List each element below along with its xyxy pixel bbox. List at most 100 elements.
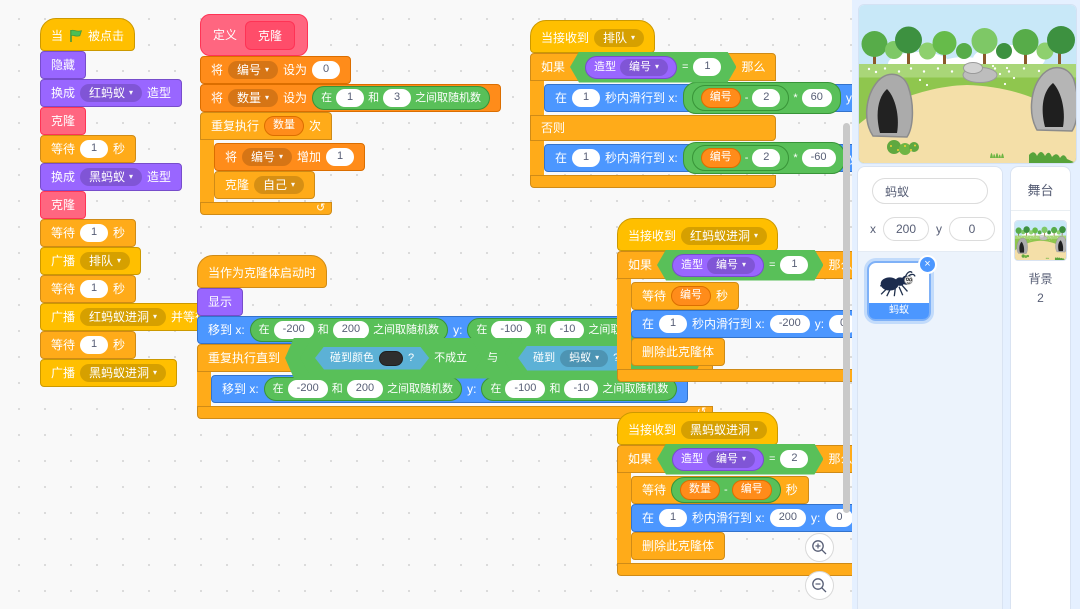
zoom-out-button[interactable]	[805, 571, 834, 600]
scratch-block[interactable]: 等待编号秒	[631, 282, 740, 310]
stage-view[interactable]	[858, 4, 1077, 164]
number-input[interactable]: -200	[287, 380, 328, 398]
number-input[interactable]: 1	[572, 149, 601, 167]
number-input[interactable]: 1	[780, 256, 808, 273]
scratch-block[interactable]: 当接收到黑蚂蚁进洞▾	[617, 412, 779, 445]
number-input[interactable]: 200	[769, 509, 807, 527]
y-position-input[interactable]	[949, 217, 995, 241]
number-input[interactable]: -60	[801, 149, 836, 167]
dropdown[interactable]: 蚂蚁▾	[560, 350, 608, 367]
variable-reporter[interactable]: 数量	[264, 116, 305, 136]
sprite-name-input[interactable]	[872, 178, 988, 204]
number-input[interactable]: 1	[693, 58, 721, 75]
scratch-block[interactable]: 广播红蚂蚁进洞▾并等待	[40, 303, 219, 331]
dropdown[interactable]: 黑蚂蚁进洞▾	[681, 421, 768, 439]
reporter-block[interactable]: 造型编号▾	[672, 448, 764, 471]
number-input[interactable]: 200	[332, 321, 370, 339]
number-input[interactable]: 1	[80, 336, 109, 354]
number-input[interactable]: 60	[801, 89, 832, 107]
stage-selector[interactable]: 舞台 背景 2	[1010, 166, 1071, 609]
scratch-block[interactable]: 克隆	[40, 191, 87, 219]
variable-reporter[interactable]: 编号	[731, 480, 772, 500]
sprite-card-ant[interactable]: ×	[867, 255, 937, 321]
scratch-block[interactable]: 换成红蚂蚁▾造型	[40, 79, 183, 107]
backdrop-thumbnail[interactable]	[1014, 220, 1067, 261]
variable-reporter[interactable]: 数量	[680, 480, 721, 500]
number-input[interactable]: 1	[336, 89, 365, 107]
boolean-block[interactable]: 碰到蚂蚁▾?	[518, 346, 634, 371]
boolean-block[interactable]: 碰到颜色?	[315, 347, 429, 370]
scratch-block[interactable]: 等待数量-编号秒	[631, 476, 809, 504]
scratch-block[interactable]: 当作为克隆体启动时	[197, 255, 328, 288]
number-input[interactable]: -200	[273, 321, 314, 339]
scratch-block[interactable]: 当接收到红蚂蚁进洞▾	[617, 218, 779, 251]
number-input[interactable]: 3	[383, 89, 412, 107]
number-input[interactable]: -100	[491, 321, 532, 339]
boolean-block[interactable]: 造型编号▾=2	[657, 444, 823, 475]
number-input[interactable]: 1	[80, 280, 109, 298]
scratch-block[interactable]: 删除此克隆体	[631, 338, 726, 366]
number-input[interactable]: 1	[659, 315, 688, 333]
scratch-block[interactable]: 显示	[197, 288, 244, 316]
dropdown[interactable]: 红蚂蚁▾	[80, 84, 143, 102]
dropdown[interactable]: 红蚂蚁进洞▾	[681, 227, 768, 245]
number-input[interactable]: 1	[80, 140, 109, 158]
dropdown[interactable]: 编号▾	[707, 451, 755, 468]
boolean-block[interactable]: 造型编号▾=1	[570, 52, 736, 83]
scratch-block[interactable]: 换成黑蚂蚁▾造型	[40, 163, 183, 191]
reporter-block[interactable]: 编号-2*-60	[682, 142, 845, 174]
number-input[interactable]: 2	[752, 149, 781, 167]
number-input[interactable]: 1	[659, 509, 688, 527]
scratch-block[interactable]: 当被点击	[40, 18, 136, 51]
number-input[interactable]: 1	[80, 224, 109, 242]
dropdown[interactable]: 排队▾	[594, 29, 645, 47]
scratch-block[interactable]: 当接收到排队▾	[530, 20, 656, 53]
scratch-block[interactable]: 广播黑蚂蚁进洞▾	[40, 359, 178, 387]
dropdown[interactable]: 自己▾	[254, 176, 305, 194]
reporter-block[interactable]: 编号-2	[691, 145, 790, 171]
x-position-input[interactable]	[883, 217, 929, 241]
scratch-block[interactable]: 隐藏	[40, 51, 87, 79]
number-input[interactable]: -200	[769, 315, 810, 333]
number-input[interactable]: 0	[312, 61, 341, 79]
scratch-block[interactable]: 克隆	[40, 107, 87, 135]
dropdown[interactable]: 编号▾	[707, 257, 755, 274]
dropdown[interactable]: 排队▾	[80, 252, 131, 270]
scratch-block[interactable]: 广播排队▾	[40, 247, 142, 275]
vertical-scrollbar[interactable]	[843, 123, 850, 513]
scratch-block[interactable]: 克隆自己▾	[214, 171, 316, 199]
boolean-block[interactable]: 碰到颜色?不成立	[300, 343, 482, 374]
scratch-block[interactable]: 定义克隆	[200, 14, 309, 56]
number-input[interactable]: 1	[326, 148, 355, 166]
reporter-block[interactable]: 数量-编号	[671, 477, 781, 503]
boolean-block[interactable]: 造型编号▾=1	[657, 250, 823, 281]
number-input[interactable]: 200	[346, 380, 384, 398]
dropdown[interactable]: 编号▾	[228, 61, 279, 79]
reporter-block[interactable]: 编号-2	[691, 85, 790, 111]
number-input[interactable]: 2	[780, 450, 808, 467]
variable-reporter[interactable]: 编号	[671, 286, 712, 306]
reporter-block[interactable]: 造型编号▾	[672, 254, 764, 277]
number-input[interactable]: 0	[825, 509, 852, 527]
variable-reporter[interactable]: 编号	[700, 88, 741, 108]
